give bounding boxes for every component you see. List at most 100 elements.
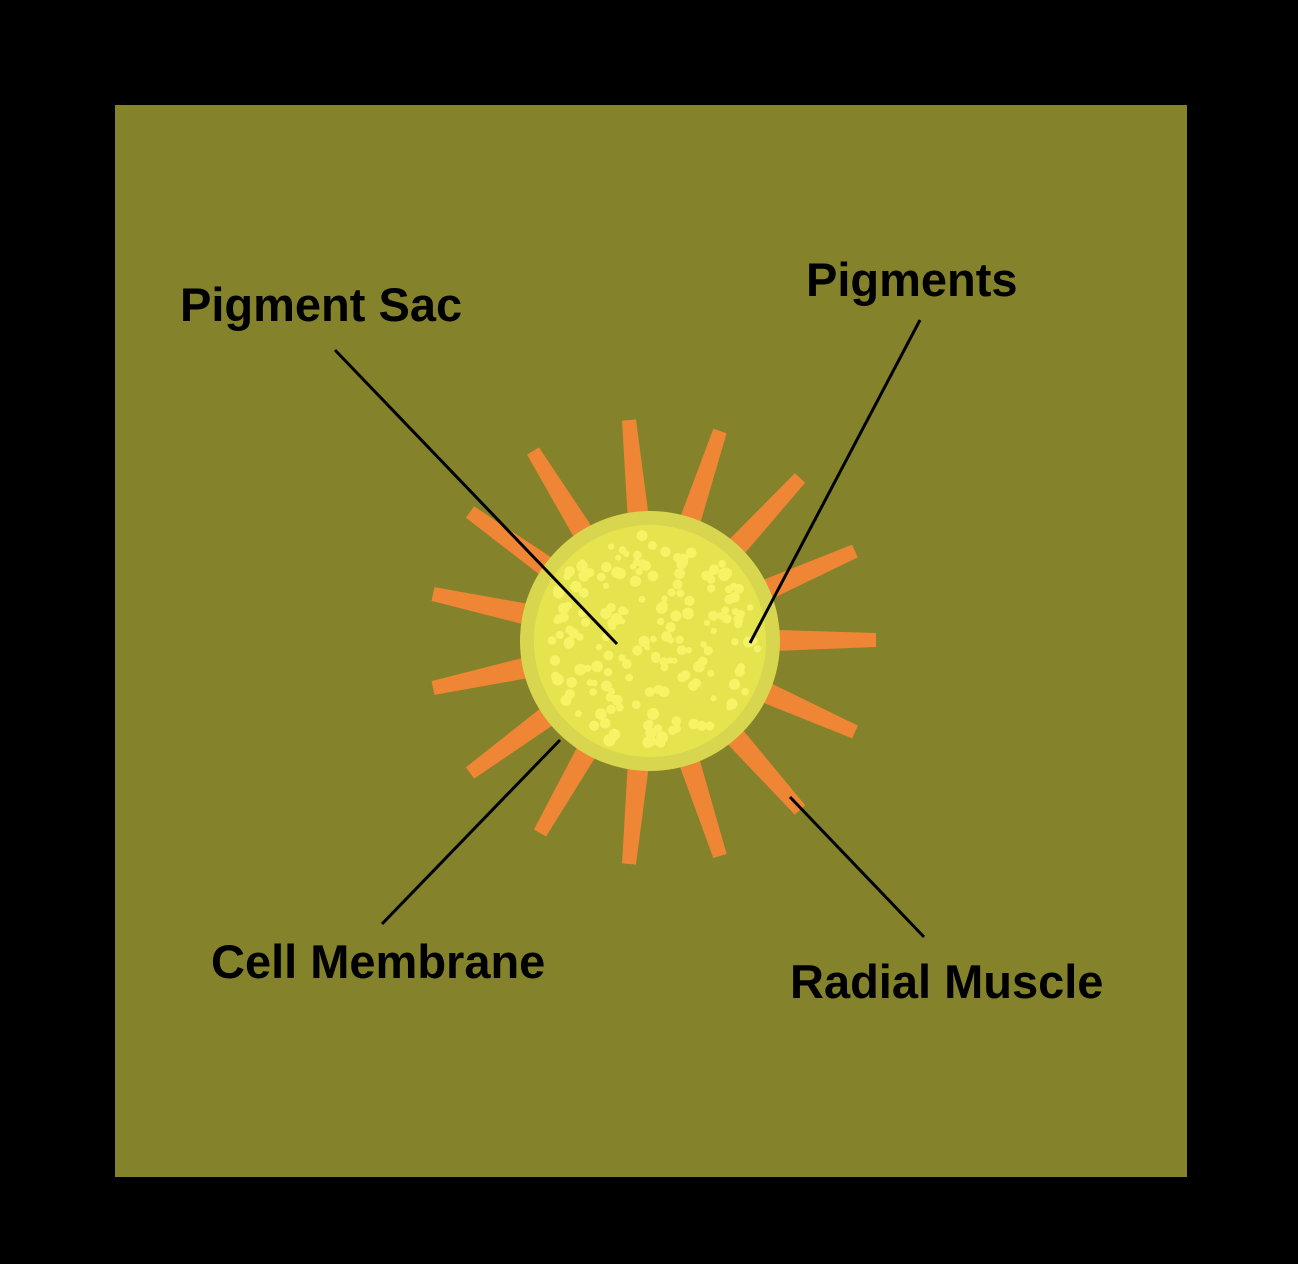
pigment-granule <box>672 579 683 590</box>
pigment-granule <box>675 635 684 644</box>
pigment-granule <box>607 687 616 695</box>
pigment-granule <box>632 645 643 656</box>
pigment-granule <box>633 550 642 560</box>
pigment-granule <box>618 618 626 625</box>
pigment-granule <box>603 668 613 677</box>
pigment-granule <box>746 604 754 611</box>
pigment-granule <box>638 635 650 648</box>
pigment-granule <box>608 728 621 741</box>
pigment-granule <box>606 602 616 613</box>
pigment-granule <box>615 554 622 561</box>
pigments-label: Pigments <box>806 253 1018 306</box>
pigment-granule <box>550 671 561 681</box>
pigment-granule <box>686 547 697 559</box>
leader-lines <box>333 319 926 939</box>
pigment-granule <box>608 543 615 550</box>
pigment-granule <box>726 698 738 710</box>
pigment-granule <box>564 601 573 610</box>
pigment-granule <box>705 721 715 731</box>
pigment-granule <box>647 540 657 550</box>
pigment-granule <box>606 704 616 715</box>
pigment-granule <box>589 720 600 731</box>
pigment-granule <box>564 566 575 577</box>
pigment-granule <box>638 595 646 603</box>
pigment-granule <box>647 707 660 720</box>
pigment-granule <box>607 618 615 626</box>
pigment-granule <box>671 716 681 726</box>
pigment-granule <box>650 651 661 662</box>
pigment-granule <box>603 650 614 661</box>
pigment-granule <box>722 613 732 624</box>
pigment-granule <box>676 589 685 598</box>
pigment-granule <box>674 568 686 579</box>
pigment-granule <box>553 586 561 594</box>
pigment-granule <box>685 647 692 654</box>
pigment-granule <box>718 569 731 582</box>
pigment-granule <box>731 608 739 616</box>
pigment-granule <box>595 643 603 651</box>
pigment-granule <box>665 622 676 633</box>
pigment-granule <box>553 616 561 625</box>
pigment-granule <box>707 669 715 677</box>
pigment-granule <box>591 660 603 673</box>
pigment-granule <box>563 638 574 649</box>
pigment-granule <box>711 564 719 572</box>
pigment-granule <box>596 572 606 582</box>
pigment-granule <box>667 588 676 597</box>
pigment-granule <box>682 610 690 618</box>
pigment-granules <box>547 530 762 749</box>
radial-muscle-leader <box>788 795 926 939</box>
pigment-granule <box>680 670 690 679</box>
pigment-granule <box>706 571 714 579</box>
pigment-granule <box>673 724 681 733</box>
pigment-granule <box>703 646 713 656</box>
pigment-granule <box>602 582 610 589</box>
pigment-granule <box>661 595 668 602</box>
pigment-granule <box>676 645 687 655</box>
pigment-granule <box>570 580 582 593</box>
pigment-granule <box>632 700 641 710</box>
pigment-granule <box>565 625 575 635</box>
pigment-granule <box>599 718 611 729</box>
pigment-granule <box>753 645 762 653</box>
pigment-sac-leader <box>333 348 619 646</box>
pigment-granule <box>666 657 674 664</box>
pigment-granule <box>703 619 711 627</box>
pigment-granule <box>636 530 648 542</box>
pigment-granule <box>625 673 634 682</box>
pigment-granule <box>672 611 681 620</box>
pigment-granule <box>621 659 632 669</box>
pigment-granule <box>642 736 654 749</box>
pigment-sac <box>534 525 766 757</box>
pigment-granule <box>644 644 651 651</box>
pigment-granule <box>734 620 743 629</box>
pigment-granule <box>644 687 655 697</box>
pigment-granule <box>708 610 719 621</box>
pigment-granule <box>560 694 572 706</box>
pigment-granule <box>653 724 663 733</box>
pigment-granule <box>684 595 695 607</box>
pigment-granule <box>737 663 745 672</box>
pigment-granule <box>700 641 707 648</box>
pigment-granule <box>731 638 739 646</box>
pigment-granule <box>642 720 653 731</box>
pigment-granule <box>601 561 612 573</box>
pigment-granule <box>696 720 707 731</box>
pigment-granule <box>622 608 629 615</box>
pigment-granule <box>618 654 626 662</box>
pigment-granule <box>707 584 716 593</box>
pigment-granule <box>589 688 597 696</box>
pigment-granule <box>647 570 659 582</box>
pigment-granule <box>618 546 627 555</box>
pigment-granule <box>656 731 668 744</box>
pigment-granule <box>667 637 675 644</box>
pigment-granule <box>721 606 730 615</box>
pigment-granule <box>718 560 726 568</box>
pigment-granule <box>729 592 740 603</box>
pigment-granule <box>611 566 623 579</box>
pigment-granule <box>549 655 561 666</box>
pigment-granule <box>566 677 577 688</box>
pigment-granule <box>679 553 689 564</box>
pigment-granule <box>615 703 624 712</box>
